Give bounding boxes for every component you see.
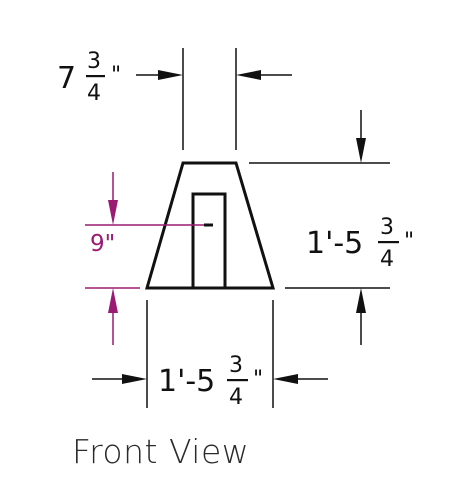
height-numerator: 3 xyxy=(380,215,394,240)
bottom-width-denominator: 4 xyxy=(229,385,243,410)
height-label: 1'-5 3 4 " xyxy=(306,215,414,272)
door-height-dimension xyxy=(85,172,204,345)
bottom-width-label: 1'-5 3 4 " xyxy=(158,353,263,410)
door-rectangle xyxy=(191,192,227,290)
bottom-width-fraction-bar xyxy=(227,379,248,382)
top-width-denominator: 4 xyxy=(87,81,101,106)
bottom-width-whole: 1'-5 xyxy=(158,364,215,399)
top-width-unit: " xyxy=(111,63,121,88)
view-title: Front View xyxy=(72,432,250,471)
bottom-width-unit: " xyxy=(253,367,263,392)
top-width-dimension xyxy=(136,48,292,150)
top-width-fraction-bar xyxy=(86,75,105,78)
height-dimension xyxy=(249,110,390,345)
top-width-whole: 7 xyxy=(57,61,76,96)
height-denominator: 4 xyxy=(380,247,394,272)
top-width-label: 7 3 4 " xyxy=(57,49,121,106)
height-whole: 1'-5 xyxy=(306,226,363,261)
height-unit: " xyxy=(404,229,414,254)
top-width-numerator: 3 xyxy=(87,49,101,74)
bottom-width-numerator: 3 xyxy=(229,353,243,378)
trapezoid-body xyxy=(145,161,276,290)
height-fraction-bar xyxy=(378,241,399,244)
bottom-width-dimension xyxy=(92,300,328,408)
door-height-label: 9" xyxy=(90,231,115,257)
